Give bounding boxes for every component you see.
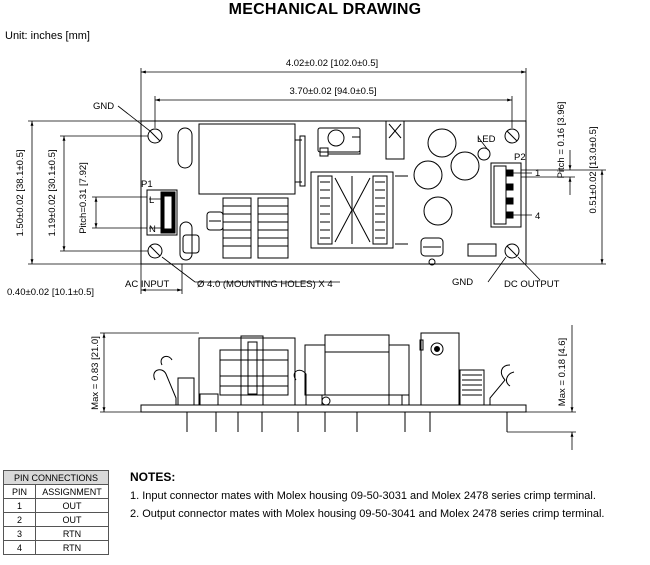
table-row: 3 RTN [3, 526, 109, 541]
dim-left-offset: 0.40±0.02 [10.1±0.5] [7, 287, 94, 298]
notes-section: NOTES: 1. Input connector mates with Mol… [130, 470, 604, 526]
pin-column-header: PIN [3, 484, 36, 499]
assignment-column-header: ASSIGNMENT [35, 484, 109, 499]
unit-label: Unit: inches [mm] [5, 30, 90, 42]
table-row: 1 OUT [3, 498, 109, 513]
table-row: 4 RTN [3, 540, 109, 555]
label-ac-input: AC INPUT [125, 279, 170, 290]
pcb-outline [140, 120, 527, 265]
label-p1: P1 [141, 179, 153, 190]
label-gnd-top: GND [93, 101, 114, 112]
coil-left [222, 197, 252, 259]
side-coil-block [324, 334, 390, 396]
note-item: 1. Input connector mates with Molex hous… [130, 490, 596, 502]
transformer [198, 123, 296, 195]
dim-p2-pitch: Pitch = 0.16 [3.96] [556, 102, 567, 179]
label-pin1: 1 [535, 168, 540, 179]
pin-connections-table: PIN CONNECTIONS PIN ASSIGNMENT 1 OUT 2 O… [3, 470, 109, 555]
side-view [100, 325, 576, 450]
coil-right [257, 197, 289, 259]
label-dc-output: DC OUTPUT [504, 279, 560, 290]
pin-assignment: OUT [35, 498, 109, 513]
pin-number: 4 [3, 540, 36, 555]
dim-hole-height: 1.19±0.02 [30.1±0.5] [47, 149, 58, 236]
dim-max-height: Max = 0.83 [21.0] [90, 336, 101, 410]
p1-connector [146, 189, 178, 236]
side-pcb [140, 404, 527, 413]
side-capacitor [420, 332, 460, 406]
label-led: LED [477, 134, 496, 145]
label-gnd-bottom: GND [452, 277, 473, 288]
notes-title: NOTES: [130, 470, 176, 484]
drawing-title: MECHANICAL DRAWING [228, 1, 422, 18]
power-transformer [310, 171, 408, 249]
label-n: N [149, 224, 156, 235]
p2-connector [490, 162, 522, 228]
pin-assignment: RTN [35, 540, 109, 555]
dim-max-pin: Max = 0.18 [4.6] [557, 338, 568, 406]
dim-hole-width: 3.70±0.02 [94.0±0.5] [289, 86, 376, 97]
label-p2: P2 [514, 152, 526, 163]
table-row: 2 OUT [3, 512, 109, 527]
pin-assignment: OUT [35, 512, 109, 527]
top-view [28, 68, 606, 294]
capacitor [427, 128, 457, 158]
label-pin4: 4 [535, 211, 540, 222]
pin-assignment: RTN [35, 526, 109, 541]
mechanical-drawing: 4.02±0.02 [102.0±0.5] 3.70±0.02 [94.0±0.… [7, 58, 606, 450]
dim-overall-width: 4.02±0.02 [102.0±0.5] [286, 58, 378, 69]
label-l: L [149, 195, 154, 206]
note-item: 2. Output connector mates with Molex hou… [130, 508, 605, 520]
pin-table-title: PIN CONNECTIONS [3, 470, 109, 485]
dim-p1-pitch: Pitch=0.31 [7.92] [78, 162, 89, 234]
pin-number: 1 [3, 498, 36, 513]
pin-number: 2 [3, 512, 36, 527]
label-mounting-holes: Ø 4.0 (MOUNTING HOLES) X 4 [197, 279, 333, 290]
dim-overall-height: 1.50±0.02 [38.1±0.5] [15, 149, 26, 236]
dim-p2-offset: 0.51±0.02 [13.0±0.5] [588, 126, 599, 213]
pin-number: 3 [3, 526, 36, 541]
